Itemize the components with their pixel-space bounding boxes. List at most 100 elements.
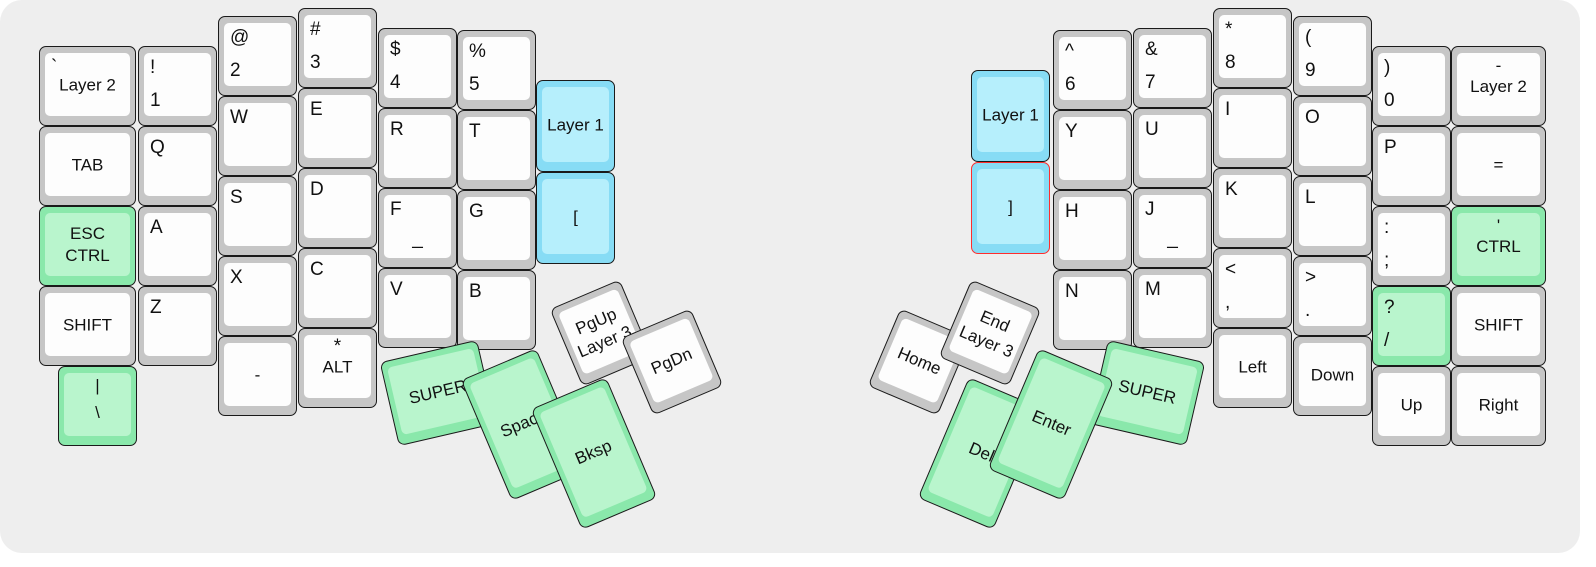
keycap-surface: F_	[384, 195, 451, 258]
keycap-surface: -Layer 2	[1457, 53, 1540, 116]
key-v[interactable]: V	[378, 268, 457, 348]
keycap-surface: B	[463, 277, 530, 340]
keycap-surface: U	[1139, 115, 1206, 178]
key-i[interactable]: I	[1213, 88, 1292, 168]
keycap-surface: D	[304, 175, 371, 238]
key-m[interactable]: M	[1133, 268, 1212, 348]
key-f[interactable]: F_	[378, 188, 457, 268]
key-k[interactable]: K	[1213, 168, 1292, 248]
key-alt[interactable]: *ALT	[298, 328, 377, 408]
legend-top: S	[230, 187, 243, 208]
key-s[interactable]: S	[218, 176, 297, 256]
key-0[interactable]: )0	[1372, 46, 1451, 126]
key-z[interactable]: Z	[138, 286, 217, 366]
keycap-surface: &7	[1139, 35, 1206, 98]
key-comma[interactable]: <,	[1213, 248, 1292, 328]
key-w[interactable]: W	[218, 96, 297, 176]
keycap-surface: $4	[384, 35, 451, 98]
key-b[interactable]: B	[457, 270, 536, 350]
key-t[interactable]: T	[457, 110, 536, 190]
key-minus[interactable]: -	[218, 336, 297, 416]
key-u[interactable]: U	[1133, 108, 1212, 188]
keycap-surface: ^6	[1059, 37, 1126, 100]
legend-top: (	[1305, 27, 1312, 48]
key-equals[interactable]: =	[1451, 126, 1546, 206]
key-5[interactable]: %5	[457, 30, 536, 110]
keycap-surface: R	[384, 115, 451, 178]
keycap-surface: SHIFT	[1457, 293, 1540, 356]
key-down[interactable]: Down	[1293, 336, 1372, 416]
legend-top: R	[390, 119, 404, 140]
key-p[interactable]: P	[1372, 126, 1451, 206]
key-layer1-right[interactable]: Layer 1	[971, 70, 1050, 162]
key-1[interactable]: !1	[138, 46, 217, 126]
legend-top: :	[1384, 217, 1390, 238]
legend-top: M	[1145, 279, 1161, 300]
key-x[interactable]: X	[218, 256, 297, 336]
legend-top: #	[310, 19, 321, 40]
key-o[interactable]: O	[1293, 96, 1372, 176]
keycap-surface: T	[463, 117, 530, 180]
key-tab[interactable]: TAB	[39, 126, 136, 206]
legend-bottom: /	[1384, 330, 1390, 351]
key-c[interactable]: C	[298, 248, 377, 328]
legend-top: H	[1065, 201, 1079, 222]
key-2[interactable]: @2	[218, 16, 297, 96]
legend-bottom: 3	[310, 52, 321, 73]
key-j[interactable]: J_	[1133, 188, 1212, 268]
key-quote-ctrl[interactable]: 'CTRL	[1451, 206, 1546, 286]
key-h[interactable]: H	[1053, 190, 1132, 270]
keycap-surface: *8	[1219, 15, 1286, 78]
key-a[interactable]: A	[138, 206, 217, 286]
key-minus-layer2[interactable]: -Layer 2	[1451, 46, 1546, 126]
key-d[interactable]: D	[298, 168, 377, 248]
key-right[interactable]: Right	[1451, 366, 1546, 446]
key-7[interactable]: &7	[1133, 28, 1212, 108]
key-pipe-backslash[interactable]: |\	[58, 366, 137, 446]
key-y[interactable]: Y	[1053, 110, 1132, 190]
key-r[interactable]: R	[378, 108, 457, 188]
key-n[interactable]: N	[1053, 270, 1132, 350]
keycap-surface: G	[463, 197, 530, 260]
key-up[interactable]: Up	[1372, 366, 1451, 446]
key-8[interactable]: *8	[1213, 8, 1292, 88]
key-slash[interactable]: ?/	[1372, 286, 1451, 366]
legend-bottom: 0	[1384, 90, 1395, 111]
keycap-surface: I	[1219, 95, 1286, 158]
legend-top: )	[1384, 57, 1391, 78]
legend-top: Q	[150, 137, 165, 158]
key-l[interactable]: L	[1293, 176, 1372, 256]
legend-center: PgDn	[648, 343, 695, 378]
legend-top: T	[469, 121, 481, 142]
key-layer1[interactable]: Layer 1	[536, 80, 615, 172]
key-6[interactable]: ^6	[1053, 30, 1132, 110]
key-q[interactable]: Q	[138, 126, 217, 206]
key-bracket-left[interactable]: [	[536, 172, 615, 264]
keycap-surface: (9	[1299, 23, 1366, 86]
keycap-surface: %5	[463, 37, 530, 100]
legend-top: ^	[1065, 41, 1074, 62]
key-shift-right[interactable]: SHIFT	[1451, 286, 1546, 366]
key-grave-layer2[interactable]: `Layer 2	[39, 46, 136, 126]
key-shift[interactable]: SHIFT	[39, 286, 136, 366]
key-bracket-right[interactable]: ]	[971, 162, 1050, 254]
key-period[interactable]: >.	[1293, 256, 1372, 336]
key-e[interactable]: E	[298, 88, 377, 168]
key-3[interactable]: #3	[298, 8, 377, 88]
keycap-surface: <,	[1219, 255, 1286, 318]
key-g[interactable]: G	[457, 190, 536, 270]
key-9[interactable]: (9	[1293, 16, 1372, 96]
legend-top-center: -	[1495, 56, 1502, 75]
legend-bottom: 6	[1065, 74, 1076, 95]
legend-bottom: 1	[150, 90, 161, 111]
key-semicolon[interactable]: :;	[1372, 206, 1451, 286]
homing-bar: _	[412, 228, 423, 249]
legend-bottom: 2	[230, 60, 241, 81]
key-left[interactable]: Left	[1213, 328, 1292, 408]
legend-top: B	[469, 281, 482, 302]
key-4[interactable]: $4	[378, 28, 457, 108]
legend-center: Right	[1478, 395, 1519, 414]
